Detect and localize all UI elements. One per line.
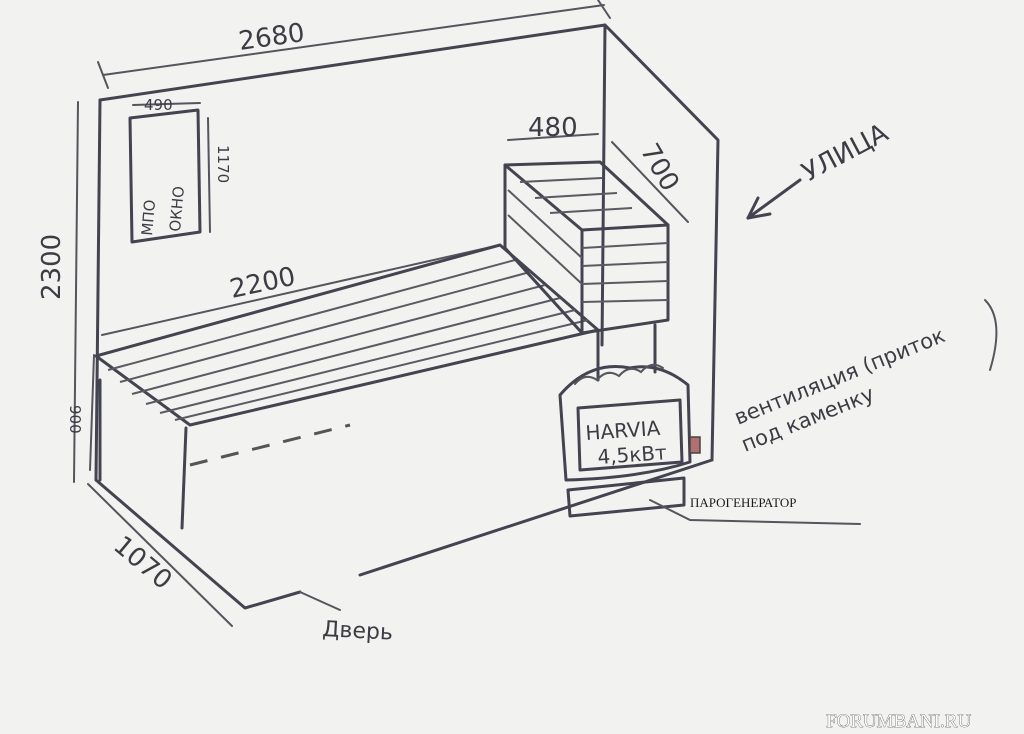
lower-bench	[94, 243, 600, 530]
steam-generator-label: ПАРОГЕНЕРАТОР	[690, 495, 797, 510]
dim-window-width: 490	[144, 96, 173, 114]
dim-window-height: 1170	[214, 145, 232, 183]
dim-wall-width: 2680	[237, 18, 307, 57]
ventilation-grille	[689, 436, 701, 454]
outside-label: УЛИЦА	[797, 118, 893, 188]
door-marker	[299, 591, 341, 611]
dim-upper-bench-width: 480	[528, 113, 578, 143]
dim-upper-bench-height: 700	[634, 139, 685, 197]
heater-brand: HARVIA	[585, 416, 662, 445]
door-label: Дверь	[322, 617, 394, 646]
room-outline	[94, 23, 720, 610]
window	[128, 108, 202, 244]
heater-power: 4,5кВт	[597, 440, 668, 469]
dim-bench-height: 900	[66, 405, 84, 434]
window-label-line2: ОКНО	[166, 185, 188, 232]
steam-generator	[566, 476, 861, 525]
dimension-lines	[73, 0, 689, 627]
outside-arrow-icon	[746, 178, 802, 220]
window-label-line1: МПО	[138, 199, 159, 236]
dim-bench-length: 2200	[227, 262, 298, 305]
dim-height: 2300	[37, 234, 67, 300]
ventilation-bracket	[984, 299, 998, 371]
upper-bench	[503, 160, 670, 382]
watermark: FORUMBANI.RU	[826, 711, 971, 732]
heater	[558, 363, 692, 482]
